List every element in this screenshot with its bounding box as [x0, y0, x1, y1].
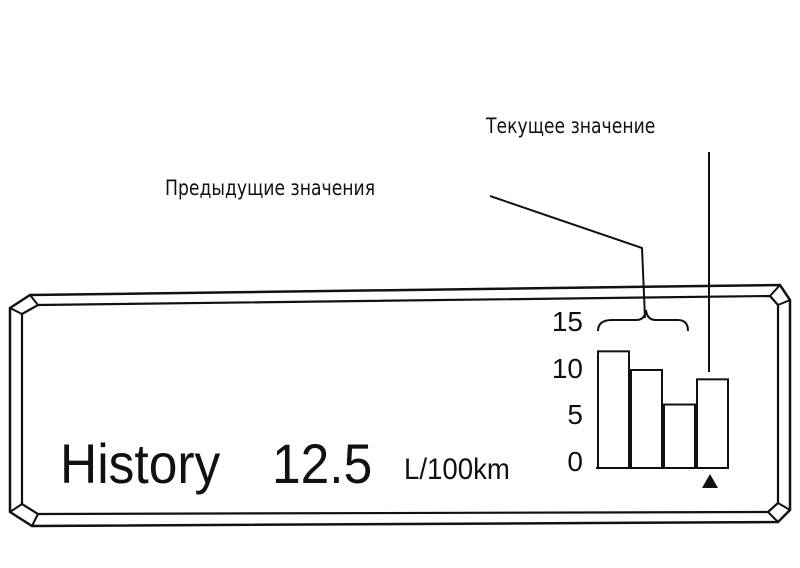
history-bar — [597, 350, 630, 470]
current-value-marker — [702, 474, 718, 488]
bevel-line-bottom-right-2 — [767, 511, 779, 523]
bevel-line-top-left — [9, 307, 23, 315]
y-tick-label: 15 — [551, 306, 583, 337]
history-bar-current — [696, 378, 729, 470]
bevel-line-bottom-left-2 — [9, 503, 23, 513]
previous-values-brace — [597, 309, 689, 332]
y-tick-label: 0 — [567, 446, 583, 477]
mode-label: History — [60, 432, 221, 495]
bevel-line-top-right-2 — [777, 299, 791, 306]
current-value-callout: Текущее значение — [486, 114, 656, 138]
history-bars — [597, 350, 729, 470]
bevel-line-top-right — [769, 284, 781, 297]
bevel-line-bottom-left — [31, 513, 39, 527]
previous-values-leader — [489, 195, 646, 319]
bevel-line-bottom-right — [777, 502, 791, 511]
history-bar — [630, 369, 663, 469]
history-bar — [663, 403, 696, 469]
y-tick-label: 5 — [567, 399, 583, 431]
previous-values-callout: Предыдущие значения — [165, 176, 376, 200]
consumption-unit: L/100km — [404, 453, 510, 486]
bevel-line-top-left-2 — [29, 294, 39, 306]
y-tick-label: 10 — [551, 352, 583, 384]
consumption-value: 12.5 — [272, 432, 373, 495]
